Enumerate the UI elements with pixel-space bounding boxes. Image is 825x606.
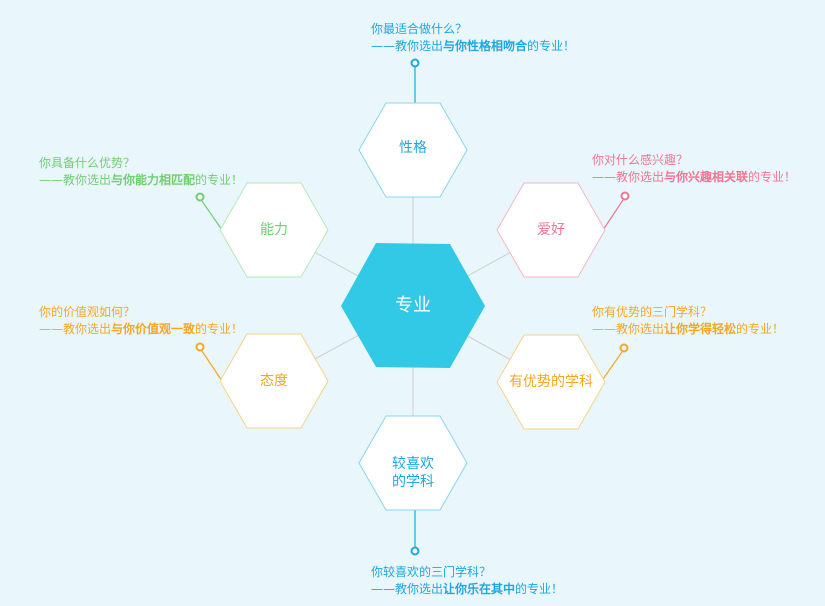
connector-dot-hobby	[620, 191, 630, 201]
caption-highlight: 与你性格相吻合	[443, 39, 528, 53]
node-label-favorite: 较喜欢的学科	[392, 455, 434, 491]
caption-prefix: ——教你选出	[592, 170, 665, 184]
caption-prefix: ——教你选出	[371, 39, 444, 53]
caption-highlight: 让你乐在其中	[443, 582, 516, 596]
caption-favorite: 你较喜欢的三门学科？ ——教你选出让你乐在其中的专业！	[371, 564, 563, 598]
node-label-favorite-line2: 的学科	[392, 474, 434, 490]
caption-suffix: 的专业！	[195, 322, 244, 336]
caption-question: 你具备什么优势？	[39, 156, 136, 170]
connector-dot-attitude	[195, 342, 205, 352]
caption-prefix: ——教你选出	[371, 582, 444, 596]
node-label-hobby: 爱好	[537, 222, 565, 238]
hexagon-hobby	[496, 182, 606, 278]
caption-question: 你最适合做什么？	[371, 22, 468, 36]
connector-dot-favorite	[410, 546, 420, 556]
node-label-favorite-line1: 较喜欢	[392, 456, 434, 472]
caption-question: 你对什么感兴趣？	[592, 153, 689, 167]
caption-highlight: 让你学得轻松	[664, 322, 737, 336]
caption-hobby: 你对什么感兴趣？ ——教你选出与你兴趣相关联的专业！	[592, 152, 796, 186]
caption-ability: 你具备什么优势？ ——教你选出与你能力相匹配的专业！	[39, 155, 243, 189]
hexagon-attitude	[219, 333, 329, 429]
caption-prefix: ——教你选出	[39, 173, 112, 187]
caption-strength: 你有优势的三门学科？ ——教你选出让你学得轻松的专业！	[592, 304, 784, 338]
node-label-ability: 能力	[260, 222, 288, 238]
caption-highlight: 与你价值观一致	[111, 322, 196, 336]
hexagon-ability	[219, 182, 329, 278]
caption-prefix: ——教你选出	[592, 322, 665, 336]
center-label: 专业	[395, 295, 431, 316]
caption-suffix: 的专业！	[748, 170, 797, 184]
hexagon-favorite	[358, 415, 468, 511]
caption-attitude: 你的价值观如何？ ——教你选出与你价值观一致的专业！	[39, 304, 243, 338]
caption-suffix: 的专业！	[527, 39, 576, 53]
caption-prefix: ——教你选出	[39, 322, 112, 336]
caption-question: 你的价值观如何？	[39, 305, 136, 319]
caption-question: 你较喜欢的三门学科？	[371, 565, 492, 579]
connector-dot-strength	[619, 343, 629, 353]
hexagon-strength	[496, 334, 606, 430]
node-label-strength: 有优势的学科	[509, 374, 593, 390]
center-hexagon	[341, 243, 485, 368]
node-label-personality: 性格	[399, 140, 427, 156]
caption-suffix: 的专业！	[515, 582, 564, 596]
hexagon-personality	[358, 102, 468, 198]
connector-dot-ability	[195, 192, 205, 202]
node-label-attitude: 态度	[260, 373, 288, 389]
caption-personality: 你最适合做什么？ ——教你选出与你性格相吻合的专业！	[371, 21, 575, 55]
caption-highlight: 与你能力相匹配	[111, 173, 196, 187]
caption-suffix: 的专业！	[195, 173, 244, 187]
caption-highlight: 与你兴趣相关联	[664, 170, 749, 184]
caption-suffix: 的专业！	[736, 322, 785, 336]
connector-dot-personality	[410, 58, 420, 68]
caption-question: 你有优势的三门学科？	[592, 305, 713, 319]
